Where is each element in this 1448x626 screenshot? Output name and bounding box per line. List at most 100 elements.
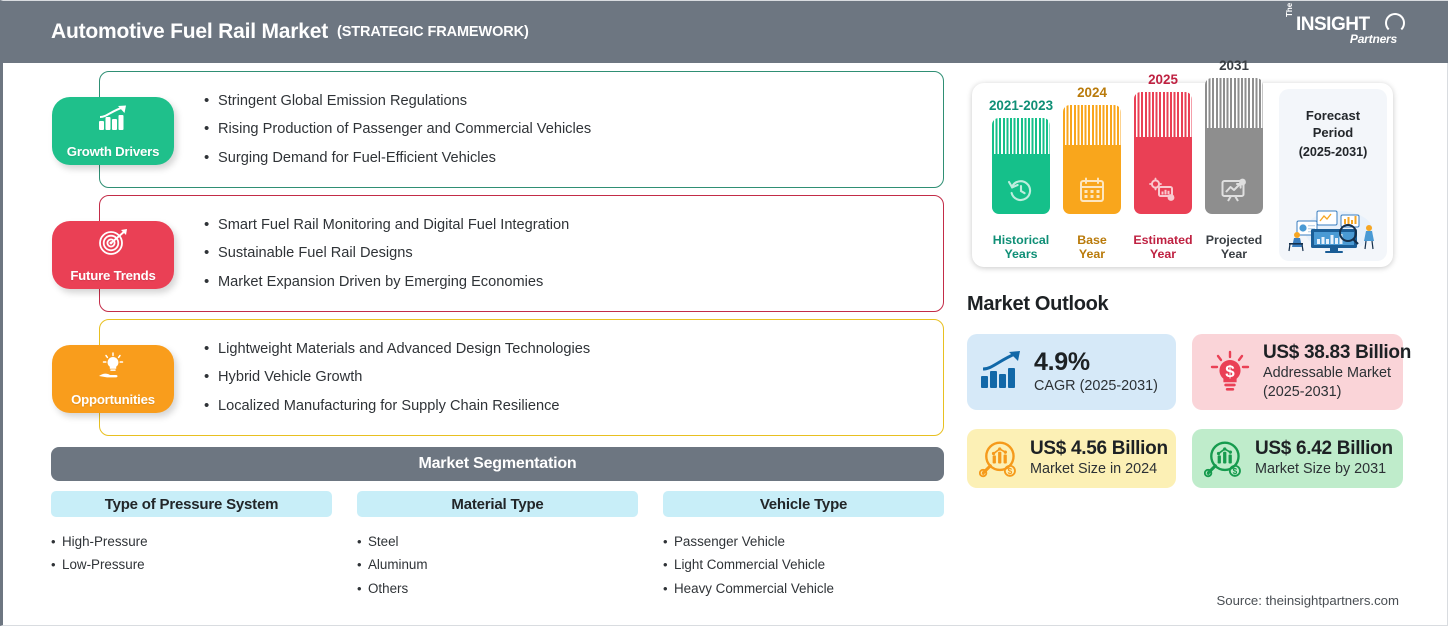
pillar-bullet-item: Market Expansion Driven by Emerging Econ… (204, 267, 943, 296)
calendar-icon (1078, 177, 1106, 203)
pillar-bullet-item: Surging Demand for Fuel-Efficient Vehicl… (204, 143, 943, 172)
timeline-label-line2: Year (1220, 247, 1248, 261)
timeline-bar-column (1205, 78, 1263, 214)
segmentation-item: High-Pressure (51, 530, 332, 553)
forecast-period-title: Forecast Period (1279, 107, 1387, 141)
timeline-bar-year: 2031 (1219, 58, 1249, 73)
timeline-bar-year: 2024 (1077, 85, 1107, 100)
timeline-bar-solid (1205, 128, 1263, 214)
market-outlook-title: Market Outlook (967, 293, 1109, 315)
outlook-card[interactable]: 4.9% CAGR (2025-2031) (967, 334, 1176, 410)
timeline-bar-stripes (1134, 92, 1192, 137)
lightbulb-dollar-icon: $ (1208, 350, 1252, 394)
svg-text:$: $ (1206, 472, 1210, 478)
logo-swoosh-icon (1385, 13, 1405, 33)
segmentation-item: Heavy Commercial Vehicle (663, 577, 944, 600)
pillar-bullet-item: Smart Fuel Rail Monitoring and Digital F… (204, 210, 943, 239)
segmentation-column: Vehicle TypePassenger VehicleLight Comme… (663, 491, 944, 600)
outlook-card-value: US$ 4.56 Billion (1030, 438, 1168, 459)
pillar-bullet-item: Rising Production of Passenger and Comme… (204, 115, 943, 144)
outlook-card-text: 4.9% CAGR (2025-2031) (1034, 348, 1158, 396)
pillar-badge-label: Future Trends (70, 267, 156, 283)
timeline-bar-solid (1134, 137, 1192, 214)
pillar-row-future-trends: Future Trends Smart Fuel Rail Monitoring … (52, 195, 944, 312)
segmentation-item-list: High-PressureLow-Pressure (51, 530, 332, 577)
segmentation-column: Type of Pressure SystemHigh-PressureLow-… (51, 491, 332, 577)
timeline-label-line2: Year (1078, 247, 1106, 261)
target-dartboard-icon (97, 228, 129, 256)
outlook-card-value: US$ 38.83 Billion (1263, 342, 1412, 363)
outlook-card-value: 4.9% (1034, 348, 1090, 376)
segmentation-item: Steel (357, 530, 638, 553)
page-header: Automotive Fuel Rail Market (STRATEGIC F… (3, 1, 1448, 63)
forecast-title-line1: Forecast (1305, 108, 1361, 123)
timeline-bar-projected: 2031 (1205, 58, 1263, 214)
pillar-bullet-item: Sustainable Fuel Rail Designs (204, 239, 943, 268)
segmentation-column-header: Material Type (357, 491, 638, 517)
forecast-title-line2: Period (1312, 125, 1354, 140)
segmentation-item: Light Commercial Vehicle (663, 553, 944, 576)
segmentation-item: Low-Pressure (51, 553, 332, 576)
market-segmentation-title: Market Segmentation (51, 447, 944, 481)
timeline-bar-column (992, 118, 1050, 214)
segmentation-column-header: Vehicle Type (663, 491, 944, 517)
pillar-bullet-list: Smart Fuel Rail Monitoring and Digital F… (100, 196, 943, 310)
timeline-label-line1: Estimated (1133, 233, 1193, 247)
growth-bar-chart-icon (979, 350, 1023, 394)
timeline-bar-stripes (992, 118, 1050, 154)
pillar-bullet-item: Hybrid Vehicle Growth (204, 363, 943, 392)
timeline-label-line1: Historical (992, 233, 1050, 247)
lightbulb-in-hand-icon (97, 351, 129, 380)
pillar-bullet-item: Stringent Global Emission Regulations (204, 86, 943, 115)
bar-chart-arrow-icon (97, 104, 129, 132)
timeline-label-line2: Year (1149, 247, 1177, 261)
svg-text:$: $ (1225, 362, 1235, 381)
pillar-bullet-list: Lightweight Materials and Advanced Desig… (100, 320, 943, 434)
timeline-bar-column (1063, 105, 1121, 214)
timeline-label-line1: Base (1077, 233, 1107, 247)
logo-the-text: The (1285, 2, 1294, 17)
pillar-bullet-item: Localized Manufacturing for Supply Chain… (204, 391, 943, 420)
outlook-card-label: Market Size in 2024 (1030, 461, 1158, 477)
data-analysis-illustration-icon (1288, 210, 1374, 253)
outlook-card-label: CAGR (2025-2031) (1034, 378, 1158, 394)
timeline-bar-stripes (1063, 105, 1121, 145)
segmentation-item-list: SteelAluminumOthers (357, 530, 638, 600)
magnifier-chart-dollar-icon: $ $ (978, 439, 1019, 479)
pillar-row-opportunities: Opportunities Lightweight Materials and A… (52, 319, 944, 436)
clock-history-icon (1007, 177, 1035, 203)
timeline-bar-historical: 2021-2023 (989, 98, 1053, 214)
chart-screen-icon (1220, 177, 1248, 203)
timeline-bar-year: 2025 (1148, 72, 1178, 87)
timeline-bar-base: 2024 (1063, 85, 1121, 214)
pillar-bullet-item: Lightweight Materials and Advanced Desig… (204, 334, 943, 363)
pillar-badge-growth-drivers[interactable]: Growth Drivers (52, 96, 174, 165)
logo-partners-text: Partners (1349, 32, 1397, 46)
page-subtitle: (STRATEGIC FRAMEWORK) (336, 24, 529, 40)
pillar-badge-label: Opportunities (71, 391, 155, 407)
segmentation-column: Material TypeSteelAluminumOthers (357, 491, 638, 600)
timeline-bar-solid (1063, 145, 1121, 214)
outlook-card-label-secondary: (2025-2031) (1263, 384, 1342, 400)
timeline-label-line1: Projected (1205, 233, 1263, 247)
logo-insight-text: INSIGHT (1296, 14, 1370, 35)
pillar-badge-label: Growth Drivers (66, 143, 160, 159)
pillar-badge-future-trends[interactable]: Future Trends (52, 220, 174, 289)
pillar-badge-opportunities[interactable]: Opportunities (52, 344, 174, 413)
svg-text:$: $ (981, 472, 985, 478)
timeline-bar-solid (992, 154, 1050, 214)
forecast-period-range: (2025-2031) (1298, 145, 1368, 159)
segmentation-item: Others (357, 577, 638, 600)
timeline-bar-year: 2021-2023 (988, 98, 1054, 113)
